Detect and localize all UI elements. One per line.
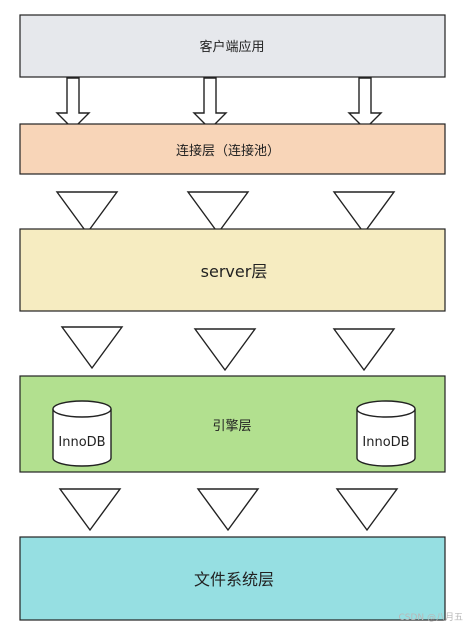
down-triangle-icon — [335, 488, 399, 532]
client-layer-box — [19, 14, 446, 78]
client-layer-label: 客户端应用 — [199, 39, 264, 55]
database-cylinder-top — [52, 400, 112, 418]
down-triangle-icon — [332, 191, 396, 235]
down-triangle-icon — [196, 488, 260, 532]
server-to-engine-arrows — [60, 326, 396, 372]
down-triangle-icon — [186, 191, 250, 235]
hollow-down-arrow — [55, 77, 91, 130]
server-layer: server层 — [19, 228, 446, 312]
down-triangle-icon — [332, 328, 396, 372]
down-triangle-icon — [60, 326, 124, 370]
filesystem-layer-box — [19, 536, 446, 621]
server-layer-box — [19, 228, 446, 312]
filesystem-layer: 文件系统层 — [19, 536, 446, 621]
down-triangle-icon — [193, 328, 257, 372]
database-cylinder-icon — [356, 409, 416, 467]
engine-to-filesystem-arrows — [58, 488, 399, 532]
down-triangle-icon — [58, 488, 122, 532]
engine-layer-label: 引擎层 — [212, 419, 251, 434]
server-layer-label: server层 — [201, 262, 268, 281]
database-cylinder-top — [356, 400, 416, 418]
connection-layer-label: 连接层（连接池） — [176, 143, 280, 159]
storage-engine-label: InnoDB — [58, 435, 105, 450]
connection-layer-box — [19, 123, 446, 175]
down-triangle-icon — [55, 191, 119, 235]
engine-layer: 引擎层 InnoDB InnoDB — [19, 375, 446, 473]
storage-engine-left: InnoDB — [52, 400, 112, 467]
filesystem-layer-label: 文件系统层 — [194, 570, 274, 589]
client-layer: 客户端应用 — [19, 14, 446, 78]
hollow-down-arrow — [347, 77, 383, 130]
connection-layer: 连接层（连接池） — [19, 123, 446, 175]
hollow-down-arrow — [192, 77, 228, 130]
storage-engine-label: InnoDB — [362, 435, 409, 450]
client-to-connection-arrows — [55, 77, 383, 130]
watermark: CSDN @八月五 — [398, 613, 463, 623]
connection-to-server-arrows — [55, 191, 396, 235]
database-cylinder-icon — [52, 409, 112, 467]
storage-engine-right: InnoDB — [356, 400, 416, 467]
